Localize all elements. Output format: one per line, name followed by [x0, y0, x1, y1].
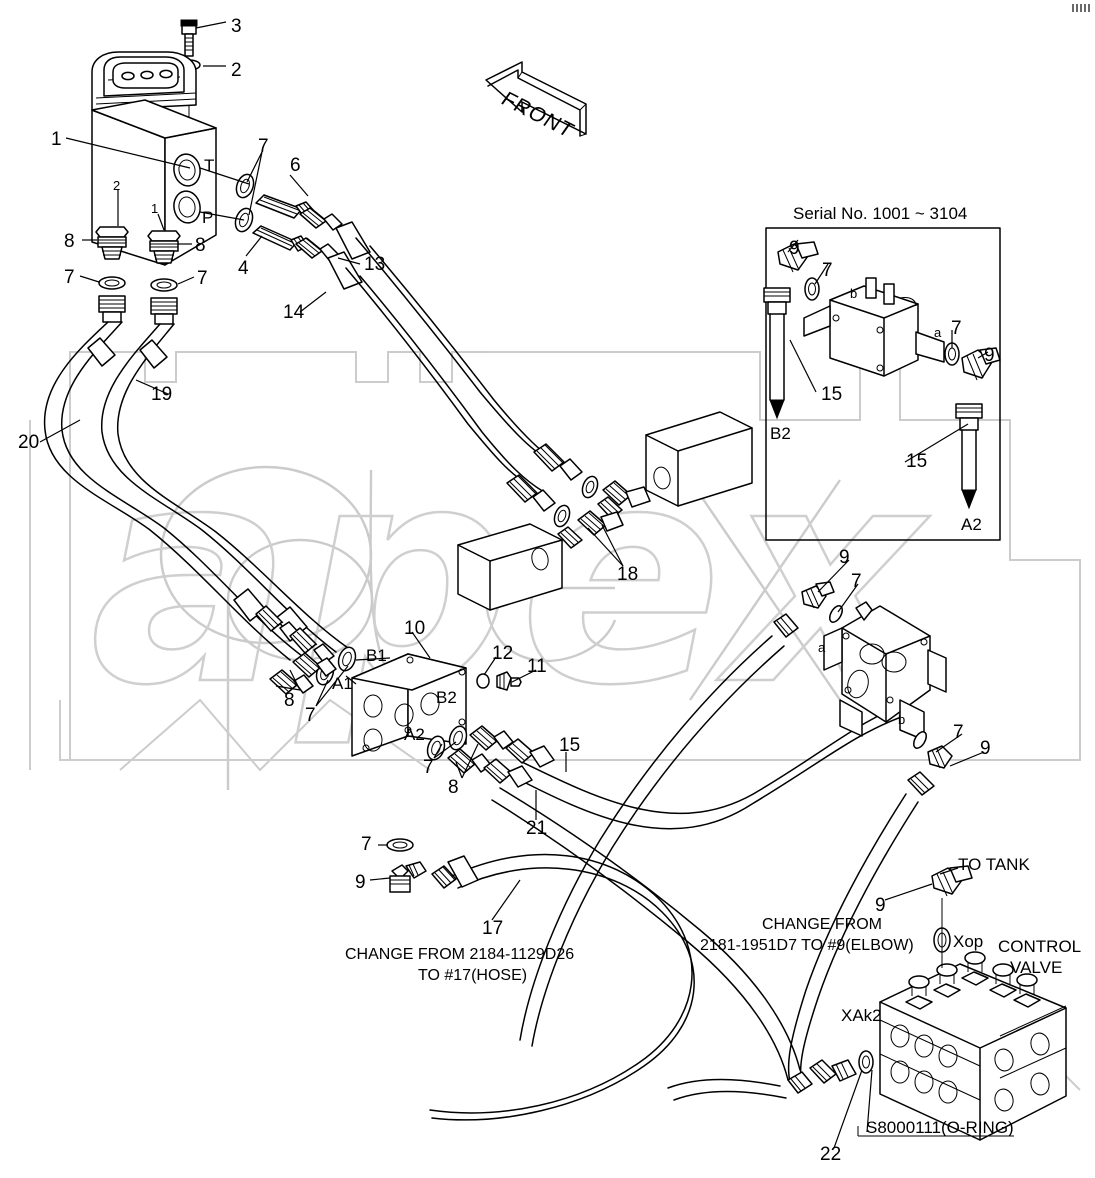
xak2-fitting [667, 1050, 874, 1101]
callout-1b: 1 [151, 201, 159, 216]
inset-port-B2: B2 [770, 424, 791, 443]
note-hose-change-line1: CHANGE FROM 2184-1129D26 [345, 946, 575, 963]
callout-8b: 8 [195, 235, 206, 256]
callout-7f: 7 [361, 834, 372, 855]
fitting-8-left [95, 226, 129, 260]
callout-21: 21 [526, 818, 548, 839]
label-xop: Xop [953, 932, 984, 951]
callout-6: 6 [290, 155, 301, 176]
inset-callout-b: b [850, 286, 858, 301]
callout-a: a [818, 640, 826, 655]
hose-17-assembly [389, 853, 695, 1121]
port-label-A2: A2 [404, 725, 425, 744]
front-arrow-shape [485, 61, 587, 137]
port-label-B1: B1 [366, 646, 387, 665]
note-o-ring: S8000111(O-RING) [866, 1118, 1014, 1137]
callout-7g: 7 [851, 571, 862, 592]
callout-18: 18 [617, 564, 639, 585]
oring-connector-group [234, 173, 315, 252]
secondary-valve [823, 601, 947, 741]
hose-nuts-15-21 [483, 738, 555, 788]
control-valve [879, 951, 1067, 1141]
elbow-9-upper [519, 581, 843, 1047]
inset-callout-a: a [934, 325, 942, 340]
inset-frame [765, 227, 1001, 541]
hoses-15-21 [491, 701, 911, 1081]
inset-callout-9a: 9 [789, 238, 800, 259]
callout-10: 10 [404, 618, 426, 639]
fitting-8-right [147, 230, 181, 264]
callout-8c: 8 [284, 690, 295, 711]
inset-callout-7a: 7 [822, 260, 833, 281]
junction-block-10 [351, 653, 467, 757]
callout-1: 1 [51, 129, 62, 150]
leader-lines [39, 21, 989, 1149]
hose-ends-PT [506, 443, 599, 528]
callout-3: 3 [231, 16, 242, 37]
callout-20: 20 [18, 432, 40, 453]
port-label-A1: A1 [332, 674, 353, 693]
callout-9f: 9 [875, 895, 886, 916]
note-hose-change-line2: TO #17(HOSE) [418, 967, 528, 984]
callout-14: 14 [283, 302, 305, 323]
callout-2a: 2 [231, 60, 242, 81]
callout-9c: 9 [355, 872, 366, 893]
port-label-P: P [202, 208, 214, 227]
port-label-B2: B2 [436, 688, 457, 707]
callout-7e: 7 [423, 757, 434, 778]
inset-contents [763, 241, 1001, 510]
label-control-valve-line2: VALVE [1010, 958, 1063, 977]
callout-2b: 2 [113, 178, 121, 193]
label-xak2: XAk2 [841, 1006, 882, 1025]
callout-12: 12 [492, 643, 514, 664]
callout-8d: 8 [448, 777, 459, 798]
elbow-9-lower [787, 731, 953, 1087]
inset-callout-15a: 15 [821, 384, 843, 405]
upper-hose-nuts [295, 207, 343, 261]
callout-22: 22 [820, 1144, 842, 1165]
port-box-T [457, 523, 563, 611]
fittings-18 [557, 480, 651, 549]
callout-17: 17 [482, 918, 504, 939]
callout-9e: 9 [980, 738, 991, 759]
callout-4: 4 [238, 258, 249, 279]
callout-11: 11 [527, 656, 547, 677]
inset-callout-9b: 9 [984, 345, 995, 366]
note-elbow-change-line2: 2181-1951D7 TO #9(ELBOW) [700, 937, 914, 954]
inset-callout-7b: 7 [951, 318, 962, 339]
label-to-tank: TO TANK [958, 855, 1030, 874]
label-control-valve-line1: CONTROL [998, 937, 1082, 956]
elbow-9-to-tank [931, 865, 973, 968]
callout-13: 13 [364, 254, 386, 275]
hoses-19-20 [43, 321, 349, 661]
callout-7h: 7 [953, 722, 964, 743]
port-label-T: T [204, 156, 215, 175]
note-elbow-change-line1: CHANGE FROM [762, 916, 882, 933]
callout-7b: 7 [64, 267, 75, 288]
callout-7a: 7 [258, 136, 269, 157]
callout-7d: 7 [305, 705, 316, 726]
callout-7c: 7 [197, 268, 208, 289]
hose-end-nuts-left [255, 605, 335, 664]
callout-8a: 8 [64, 231, 75, 252]
hoses-13-14 [345, 237, 567, 493]
inset-title: Serial No. 1001 ~ 3104 [793, 204, 968, 223]
inset-port-A2: A2 [961, 515, 982, 534]
callout-19: 19 [151, 384, 173, 405]
port-box-P [645, 411, 753, 507]
callout-9d: 9 [839, 547, 850, 568]
inset-callout-15b: 15 [906, 451, 928, 472]
corner-artifact [1072, 4, 1090, 12]
callout-15b: 15 [559, 735, 581, 756]
callout-b: b [898, 712, 906, 727]
